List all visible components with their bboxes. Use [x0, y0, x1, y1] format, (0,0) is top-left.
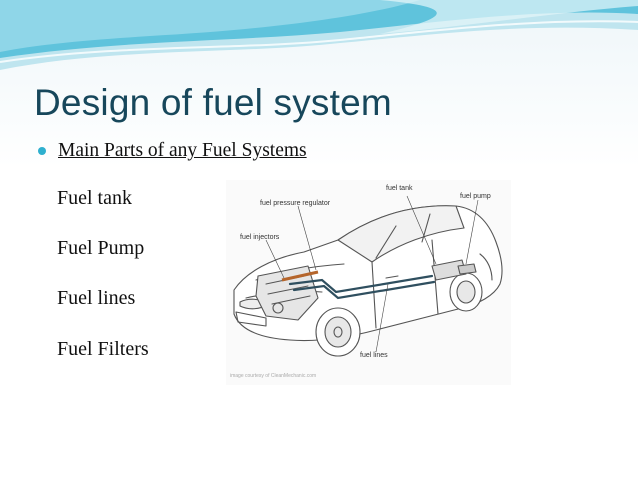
bullet-text: Main Parts of any Fuel Systems [58, 140, 307, 161]
label-fuel-tank: fuel tank [386, 185, 413, 192]
fuel-system-diagram: fuel pressure regulator fuel injectors f… [226, 180, 511, 385]
header-wave-decoration [0, 0, 638, 70]
image-credit: image courtesy of CleanMechanic.com [230, 373, 317, 379]
part-fuel-tank: Fuel tank [57, 187, 132, 209]
slide-title: Design of fuel system [34, 82, 392, 123]
part-fuel-filters: Fuel Filters [57, 338, 149, 360]
label-fuel-lines: fuel lines [360, 352, 388, 359]
car-illustration [233, 195, 503, 357]
part-fuel-lines: Fuel lines [57, 287, 136, 309]
label-fuel-pressure-regulator: fuel pressure regulator [260, 200, 331, 207]
label-fuel-pump: fuel pump [460, 193, 491, 200]
part-fuel-pump: Fuel Pump [57, 237, 145, 259]
bullet-dot-icon [38, 147, 46, 155]
bullet-item: Main Parts of any Fuel Systems [38, 140, 307, 162]
label-fuel-injectors: fuel injectors [240, 234, 280, 241]
